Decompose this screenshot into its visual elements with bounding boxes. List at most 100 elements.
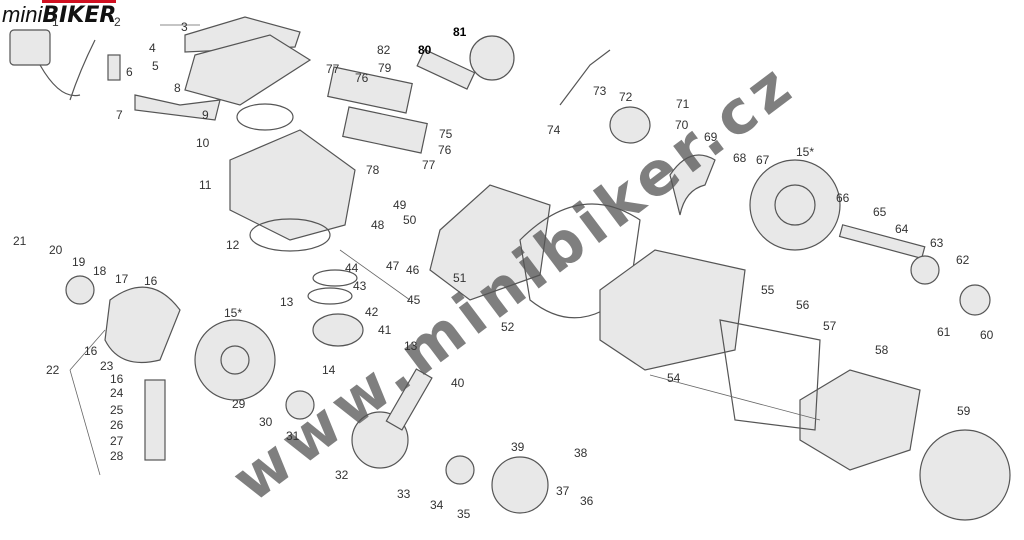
label-25: 25 [110, 403, 124, 417]
carburetor [469, 35, 515, 81]
label-37: 37 [556, 484, 570, 498]
label-32: 32 [335, 468, 349, 482]
label-6: 6 [126, 65, 133, 79]
label-21: 21 [13, 234, 27, 248]
cover-gasket [719, 319, 821, 431]
label-34: 34 [430, 498, 444, 512]
label-72: 72 [619, 90, 633, 104]
piston-ring-2 [307, 287, 353, 305]
label-40: 40 [451, 376, 465, 390]
label-45: 45 [407, 293, 421, 307]
cylinder-head [184, 34, 312, 106]
label-18: 18 [93, 264, 107, 278]
label-55: 55 [761, 283, 775, 297]
label-73: 73 [593, 84, 607, 98]
head-bracket [134, 94, 221, 121]
label-64: 64 [895, 222, 909, 236]
ignition-wire [39, 39, 96, 101]
label-48: 48 [371, 218, 385, 232]
label-50: 50 [403, 213, 417, 227]
label-78: 78 [366, 163, 380, 177]
label-39: 39 [511, 440, 525, 454]
label-16a: 16 [144, 274, 158, 288]
rotor [491, 456, 549, 514]
label-46: 46 [406, 263, 420, 277]
left-crankcase [429, 184, 551, 301]
label-80: 80 [418, 43, 432, 57]
label-49: 49 [393, 198, 407, 212]
head-gasket [236, 103, 294, 131]
sprocket [959, 284, 991, 316]
label-43: 43 [353, 279, 367, 293]
kick-lever [559, 49, 611, 106]
label-22: 22 [46, 363, 60, 377]
base-gasket [249, 218, 331, 252]
label-7: 7 [116, 108, 123, 122]
label-33: 33 [397, 487, 411, 501]
crank-bearing [285, 390, 315, 420]
reed-block [342, 106, 428, 154]
label-42: 42 [365, 305, 379, 319]
main-gear [749, 159, 841, 251]
clutch-cover [799, 369, 921, 471]
label-8: 8 [174, 81, 181, 95]
bearing [910, 255, 940, 285]
clutch-spring-hub [65, 275, 95, 305]
piston [312, 313, 364, 347]
label-75: 75 [439, 127, 453, 141]
label-14: 14 [322, 363, 336, 377]
label-38: 38 [574, 446, 588, 460]
right-crankcase [599, 249, 746, 371]
label-11: 11 [199, 178, 212, 192]
label-16b: 16 [84, 344, 98, 358]
label-65: 65 [873, 205, 887, 219]
label-26: 26 [110, 418, 124, 432]
label-13: 13 [280, 295, 294, 309]
label-70: 70 [675, 118, 689, 132]
label-29: 29 [232, 397, 246, 411]
spark-plug [107, 54, 121, 81]
clutch-spring-stack [144, 379, 166, 461]
label-17: 17 [115, 272, 129, 286]
label-66: 66 [836, 191, 850, 205]
label-79: 79 [378, 61, 392, 75]
label-41: 41 [378, 323, 392, 337]
label-10: 10 [196, 136, 210, 150]
label-27: 27 [110, 434, 124, 448]
label-2: 2 [114, 15, 121, 29]
label-69: 69 [704, 130, 718, 144]
label-58: 58 [875, 343, 889, 357]
label-44: 44 [345, 261, 359, 275]
clutch-drum [194, 319, 276, 401]
magneto-cover [919, 429, 1011, 521]
leader-lines [69, 24, 821, 476]
label-13b: 13 [404, 339, 418, 353]
label-15-gear: 15* [796, 145, 814, 159]
logo-mini: mini [2, 2, 43, 27]
label-20: 20 [49, 243, 63, 257]
kick-spring [609, 106, 651, 144]
label-47: 47 [386, 259, 400, 273]
reed-valve [327, 66, 413, 114]
clutch-shoes [104, 286, 181, 364]
label-76b: 76 [438, 143, 452, 157]
conrod [385, 368, 433, 431]
label-57: 57 [823, 319, 837, 333]
label-71: 71 [676, 97, 690, 111]
label-62: 62 [956, 253, 970, 267]
clutch-drum-hub [220, 345, 250, 375]
crankcase-gasket [519, 203, 641, 319]
label-77b: 77 [422, 158, 436, 172]
label-60: 60 [980, 328, 994, 342]
label-1: 1 [52, 15, 59, 29]
output-shaft [838, 224, 926, 260]
label-61: 61 [937, 325, 951, 339]
piston-ring [312, 269, 358, 287]
intake-manifold [416, 48, 476, 90]
label-31: 31 [286, 429, 300, 443]
ignition-coil [9, 29, 51, 66]
label-12: 12 [226, 238, 240, 252]
label-23: 23 [100, 359, 114, 373]
label-3: 3 [181, 20, 188, 34]
